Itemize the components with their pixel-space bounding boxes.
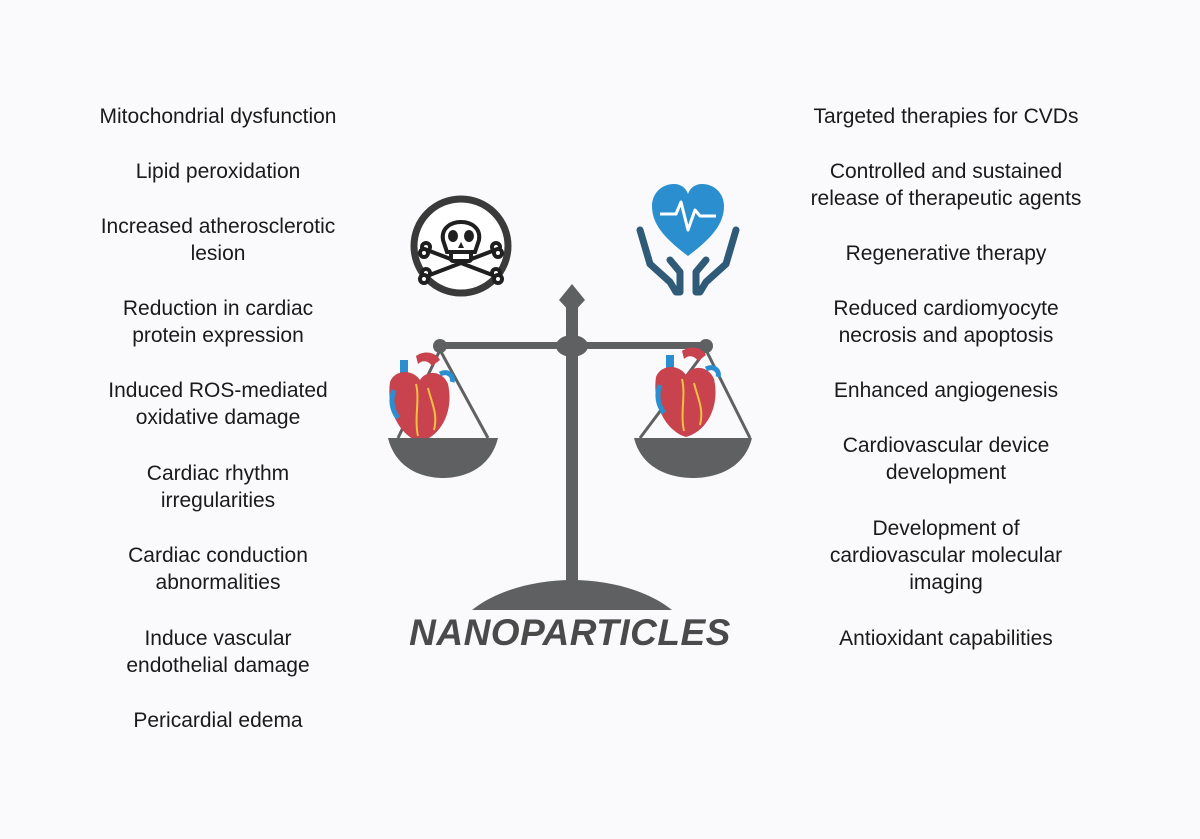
skull-crossbones-icon bbox=[410, 195, 512, 297]
list-item: Reduced cardiomyocyte necrosis and apopt… bbox=[833, 297, 1059, 347]
benefits-list: Targeted therapies for CVDs Controlled a… bbox=[766, 0, 1126, 839]
right-pan bbox=[634, 438, 752, 478]
list-item: Enhanced angiogenesis bbox=[833, 379, 1059, 402]
list-item: Induced ROS-mediated oxidative damage bbox=[108, 379, 328, 429]
list-item: Reduction in cardiac protein expression bbox=[122, 297, 314, 347]
list-item: Cardiac rhythm irregularities bbox=[146, 462, 290, 512]
heart-in-hands-icon bbox=[636, 184, 740, 296]
left-pan bbox=[388, 438, 498, 478]
list-item: Cardiac conduction abnormalities bbox=[128, 544, 308, 594]
list-item: Antioxidant capabilities bbox=[839, 627, 1053, 650]
anatomical-heart-icon bbox=[389, 352, 455, 442]
list-item: Controlled and sustained release of ther… bbox=[810, 160, 1082, 210]
list-item: Mitochondrial dysfunction bbox=[99, 105, 337, 128]
list-item: Increased atherosclerotic lesion bbox=[100, 215, 336, 265]
balance-scale-icon bbox=[396, 284, 752, 610]
list-item: Development of cardiovascular molecular … bbox=[829, 517, 1063, 594]
list-item: Cardiovascular device development bbox=[842, 434, 1050, 484]
anatomical-heart-icon bbox=[655, 347, 721, 437]
list-item: Induce vascular endothelial damage bbox=[126, 627, 310, 677]
list-item: Lipid peroxidation bbox=[135, 160, 301, 183]
list-item: Pericardial edema bbox=[133, 709, 303, 732]
diagram-title: NANOPARTICLES bbox=[409, 612, 731, 653]
list-item: Regenerative therapy bbox=[845, 242, 1047, 265]
adverse-effects-list: Mitochondrial dysfunction Lipid peroxida… bbox=[38, 0, 398, 839]
list-item: Targeted therapies for CVDs bbox=[813, 105, 1079, 128]
